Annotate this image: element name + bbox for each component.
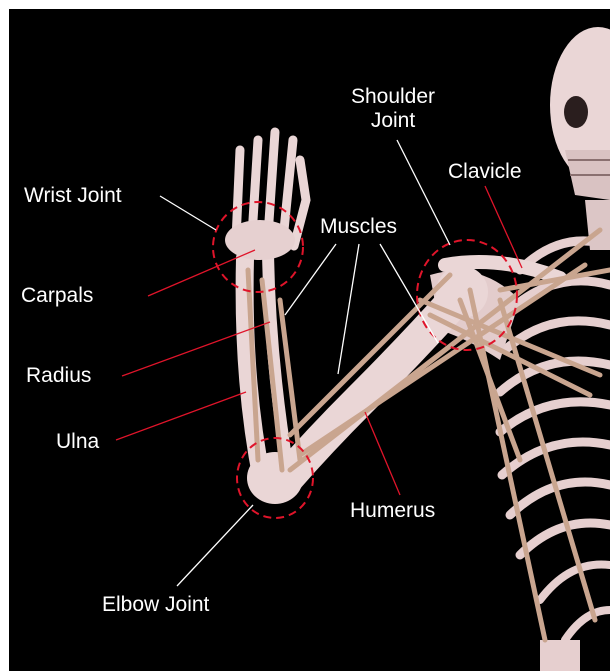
render-viewport [9, 9, 610, 671]
label-elbow-joint: Elbow Joint [102, 593, 209, 617]
label-wrist-joint: Wrist Joint [24, 184, 122, 208]
label-shoulder-joint-line2: Joint [337, 109, 449, 133]
shoulder-joint-leader [397, 140, 450, 245]
humerus-leader [365, 412, 400, 495]
skull [550, 27, 610, 250]
label-ulna: Ulna [56, 430, 99, 454]
label-shoulder-joint-line1: Shoulder [337, 85, 449, 109]
ulna-leader [116, 392, 246, 440]
label-shoulder-joint: Shoulder Joint [337, 85, 449, 133]
label-clavicle: Clavicle [448, 160, 522, 184]
carpal-bones [225, 220, 295, 260]
label-carpals: Carpals [21, 284, 93, 308]
skeleton-illustration [9, 9, 610, 671]
elbow-joint-leader [177, 505, 253, 586]
label-muscles: Muscles [320, 215, 397, 239]
label-radius: Radius [26, 364, 91, 388]
label-humerus: Humerus [350, 499, 435, 523]
wrist-joint-leader [160, 196, 216, 230]
